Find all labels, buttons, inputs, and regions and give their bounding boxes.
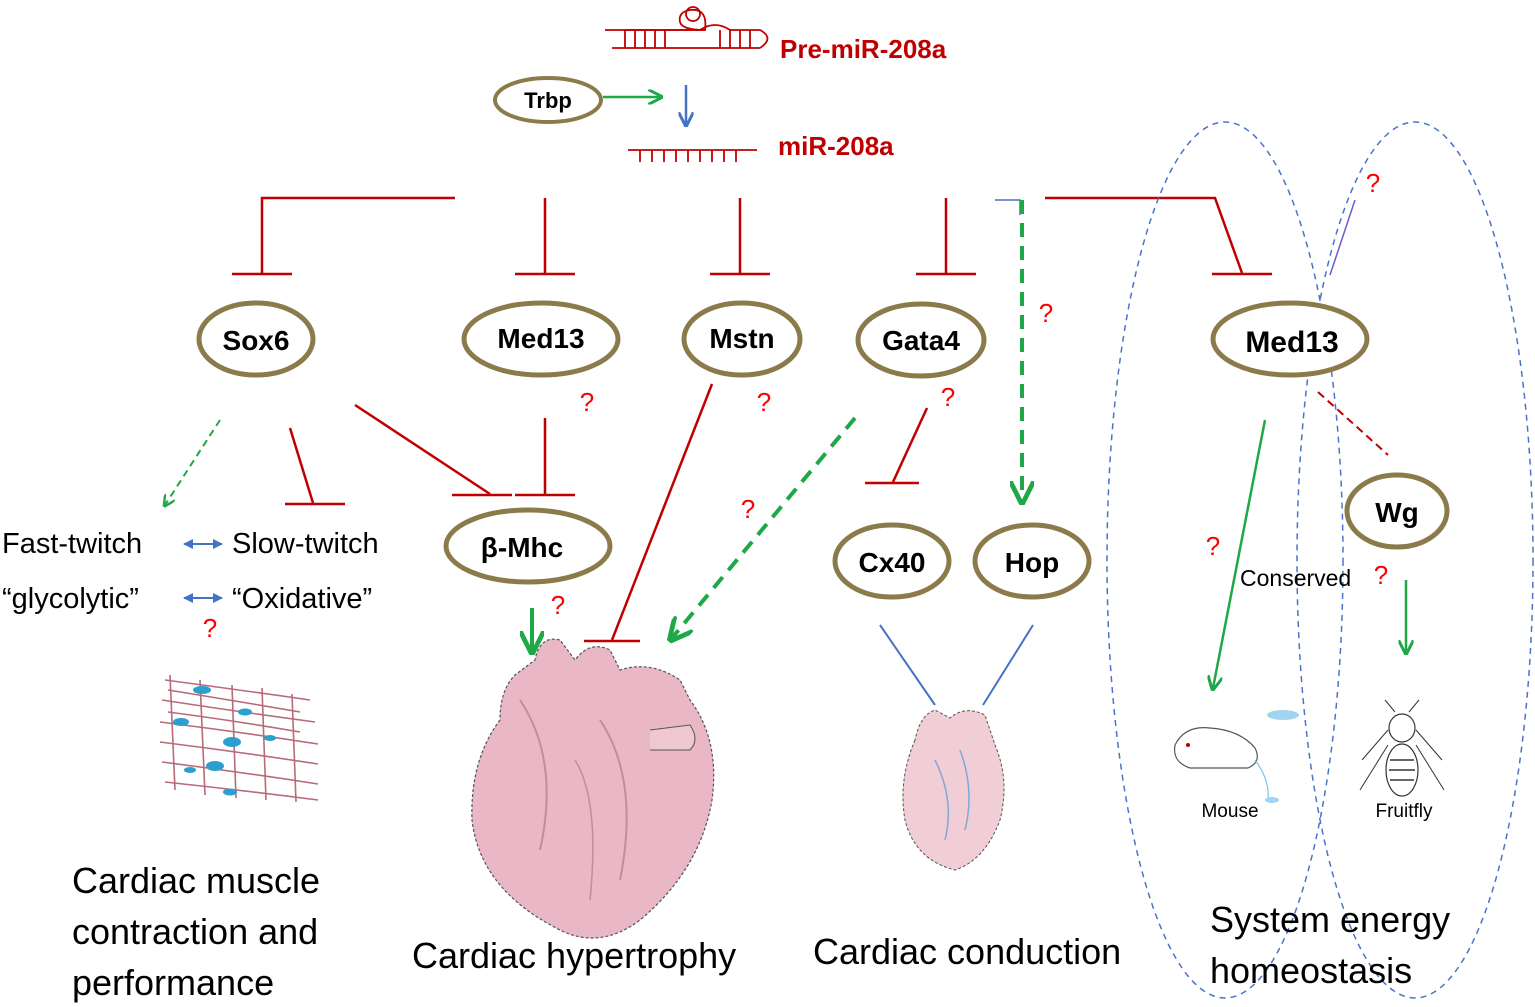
- question-mark-bmhc: ?: [551, 590, 565, 620]
- sox6-slow-twitch-inhibit-line: [288, 427, 315, 504]
- med13-right-node: Med13: [1210, 300, 1370, 378]
- med13-left-label: Med13: [497, 323, 584, 354]
- question-mark-fiber: ?: [203, 613, 217, 643]
- outcome-energy-line1: System energy: [1210, 899, 1450, 940]
- question-mark-gata4: ?: [941, 382, 955, 412]
- med13-wg-dashed-line: [1317, 391, 1389, 456]
- mouse-icon: [1173, 710, 1299, 803]
- question-mark-mstn: ?: [757, 387, 771, 417]
- mstn-node: Mstn: [681, 300, 803, 378]
- cx40-label: Cx40: [859, 547, 926, 578]
- cardiac-muscle-fibers-icon: [159, 674, 319, 803]
- glycolytic-label: “glycolytic”: [2, 583, 139, 615]
- fly-region-outline: [1296, 121, 1534, 999]
- sox6-node: Sox6: [196, 300, 316, 378]
- fruitfly-label: Fruitfly: [1376, 801, 1434, 822]
- pre-mirna-label: Pre-miR-208a: [780, 34, 947, 64]
- inhibit-med13-right-line: [1045, 196, 1244, 274]
- hop-node: Hop: [972, 522, 1092, 600]
- gata4-node: Gata4: [855, 301, 987, 379]
- fly-med13-connector: [1329, 199, 1356, 276]
- question-mark-med13-left: ?: [580, 387, 594, 417]
- pre-mirna-hairpin-icon: [605, 6, 769, 49]
- sox6-label: Sox6: [223, 325, 290, 356]
- conserved-label: Conserved: [1240, 565, 1351, 591]
- wg-node: Wg: [1344, 472, 1450, 550]
- mature-mirna-label: miR-208a: [778, 131, 894, 161]
- oxidative-label: “Oxidative”: [232, 583, 372, 615]
- question-mark-mouse: ?: [1206, 531, 1220, 561]
- cx40-conduction-line: [879, 624, 936, 706]
- gata4-cx40-inhibit-line: [891, 407, 929, 483]
- question-mark-hop: ?: [1039, 298, 1053, 328]
- trbp-label: Trbp: [524, 88, 572, 113]
- mouse-label: Mouse: [1201, 801, 1258, 822]
- gata4-hypertrophy-dashed-arrow: [672, 416, 857, 638]
- med13-mouse-arrow: [1213, 419, 1267, 688]
- sox6-bmhc-inhibit-line: [354, 403, 491, 496]
- sox6-fast-twitch-arrow: [165, 419, 221, 505]
- question-mark-conserved: ?: [1374, 560, 1388, 590]
- gata4-label: Gata4: [882, 325, 960, 356]
- outcome-hypertrophy: Cardiac hypertrophy: [412, 935, 736, 976]
- inhibit-sox6-line: [260, 196, 455, 273]
- outcome-conduction: Cardiac conduction: [813, 931, 1121, 972]
- trbp-node: [493, 76, 603, 124]
- med13-right-label: Med13: [1245, 326, 1338, 359]
- beta-mhc-label: β-Mhc: [481, 532, 563, 563]
- mouse-region-outline: [1106, 121, 1344, 999]
- mstn-hypertrophy-inhibit-line: [610, 383, 714, 641]
- fast-twitch-label: Fast-twitch: [2, 528, 142, 560]
- hop-connector-line: [995, 199, 1021, 215]
- cx40-node: Cx40: [832, 522, 952, 600]
- beta-mhc-node: β-Mhc: [443, 507, 613, 585]
- wg-label: Wg: [1375, 497, 1419, 528]
- hop-label: Hop: [1005, 547, 1059, 578]
- fruitfly-icon: [1359, 699, 1445, 797]
- mstn-label: Mstn: [709, 323, 774, 354]
- slow-twitch-label: Slow-twitch: [232, 528, 379, 560]
- hypertrophic-heart-icon: [471, 638, 715, 939]
- hop-conduction-line: [982, 624, 1034, 706]
- outcome-muscle-line1: Cardiac muscle: [72, 860, 320, 901]
- question-mark-gata4-hypertrophy: ?: [741, 494, 755, 524]
- conduction-heart-icon: [902, 709, 1005, 871]
- question-mark-fly: ?: [1366, 168, 1380, 198]
- outcome-energy-line2: homeostasis: [1210, 950, 1412, 991]
- med13-left-node: Med13: [461, 300, 621, 378]
- outcome-muscle-line3: performance: [72, 962, 274, 1003]
- mature-mirna-icon: [628, 149, 757, 162]
- outcome-muscle-line2: contraction and: [72, 911, 318, 952]
